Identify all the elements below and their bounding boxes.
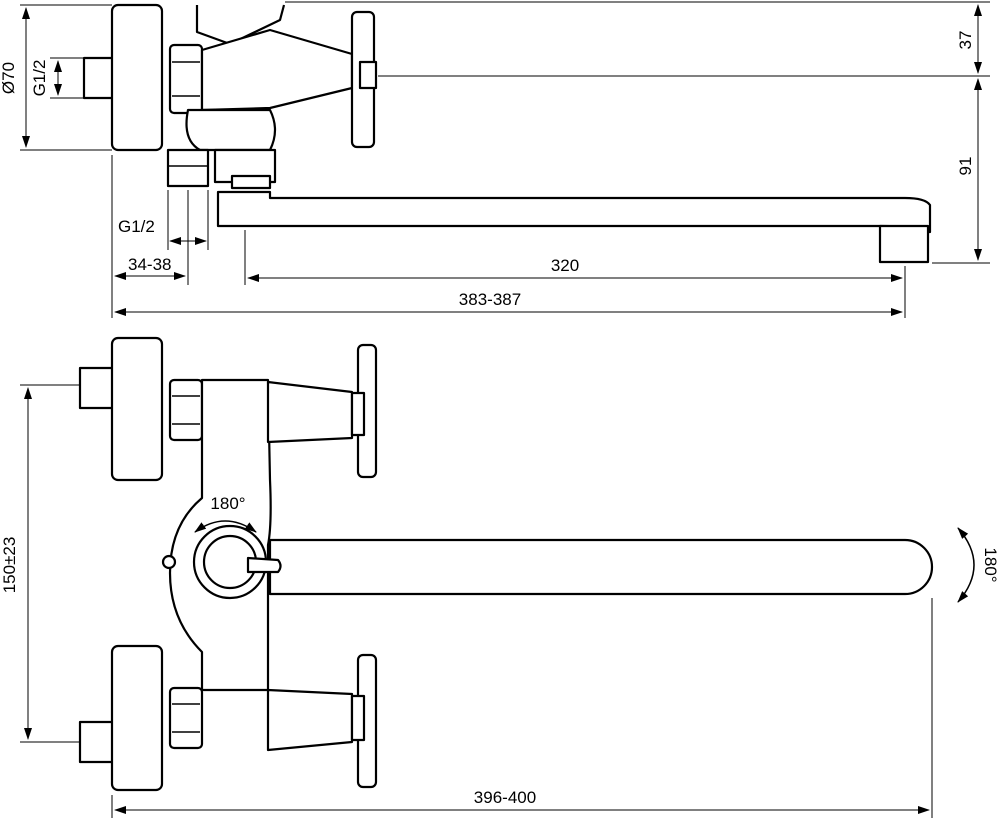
dim-lever-rotation: 180°	[210, 494, 245, 513]
diverter-lever	[246, 556, 282, 574]
spout-side	[216, 190, 932, 234]
rosette-top	[110, 336, 164, 482]
handle-block-top	[266, 380, 354, 444]
dim-centers: 150±23	[0, 537, 19, 594]
handwheel-top-hub	[350, 391, 366, 437]
spout-front	[268, 538, 934, 596]
dim-total-depth: 383-387	[459, 290, 521, 309]
handwheel-cap	[358, 60, 378, 90]
union-nut	[168, 43, 204, 115]
front-view-dimensions	[20, 384, 975, 818]
handwheel-bottom-hub	[350, 694, 366, 742]
diverter	[185, 108, 277, 152]
dim-height-spout: 91	[956, 157, 975, 176]
inlet-pipe	[82, 56, 116, 100]
nut-bottom	[168, 686, 204, 750]
nut-top	[168, 378, 204, 442]
outlet-thread	[166, 148, 210, 188]
wall-rosette	[110, 3, 164, 152]
front-view	[78, 336, 934, 792]
handle-block-bottom	[266, 688, 354, 752]
side-view-dimensions	[20, 1, 990, 318]
dim-top-offset: 34-38	[128, 255, 171, 274]
dim-top-thread-inlet: G1/2	[30, 60, 49, 97]
spout-collar	[230, 174, 272, 190]
side-view	[82, 3, 932, 264]
dim-spout-rotation: 180°	[981, 547, 1000, 582]
dim-top-dia: Ø70	[0, 62, 18, 94]
set-screw	[161, 554, 177, 570]
aerator	[878, 224, 930, 264]
dim-top-thread-outlet: G1/2	[118, 217, 155, 236]
inlet-pipe-top	[78, 366, 116, 410]
dim-total-width: 396-400	[474, 788, 536, 807]
inlet-pipe-bottom	[78, 720, 116, 764]
dim-height-top: 37	[956, 31, 975, 50]
dim-spout-length: 320	[551, 256, 579, 275]
rosette-bottom	[110, 644, 164, 792]
